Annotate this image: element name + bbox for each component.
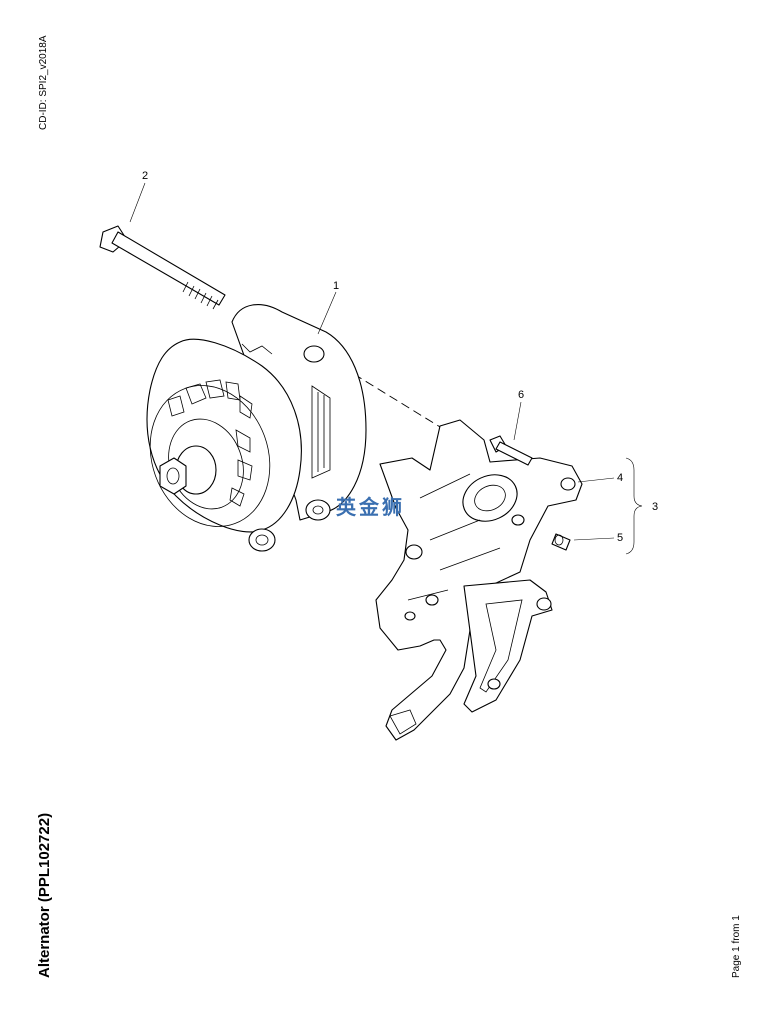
callout-4: 4	[617, 472, 623, 484]
bolt-short	[489, 435, 533, 466]
bolt-long	[99, 225, 226, 310]
alternator	[146, 304, 367, 552]
callout-3: 3	[652, 501, 658, 513]
callout-1: 1	[333, 280, 339, 292]
alignment-dashed-line	[317, 351, 446, 431]
leader-lines	[129, 182, 643, 555]
callout-6: 6	[518, 389, 524, 401]
callout-2: 2	[142, 170, 148, 182]
callout-5: 5	[617, 532, 623, 544]
watermark-text: 英金狮	[336, 495, 405, 519]
dowel-pin	[551, 533, 571, 551]
mounting-bracket	[375, 419, 583, 741]
